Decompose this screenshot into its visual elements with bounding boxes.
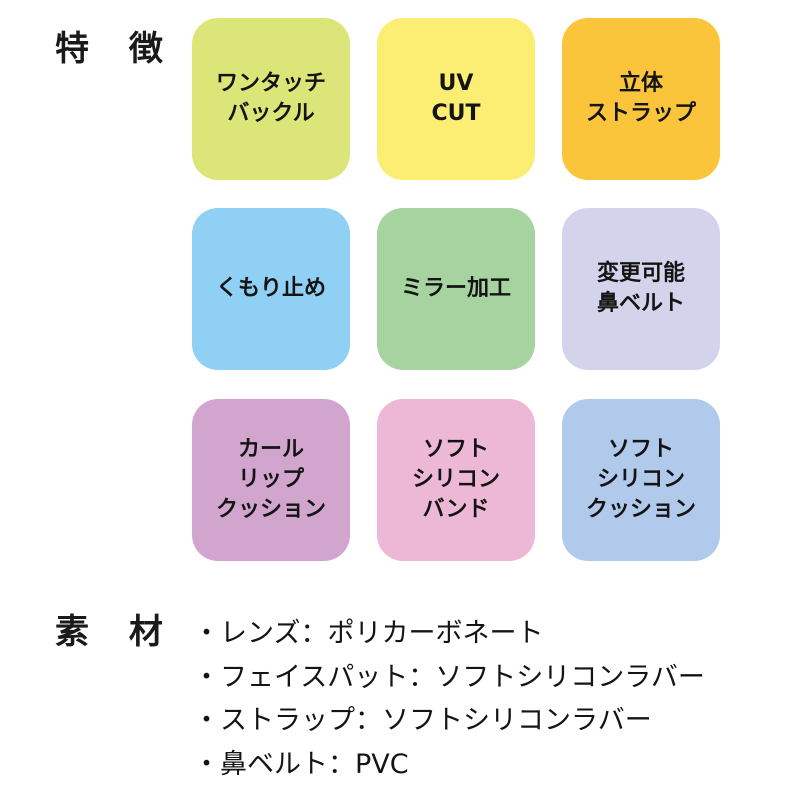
feature-tile-label: くもり止め	[215, 276, 326, 301]
feature-tile-label: UV CUT	[431, 71, 481, 126]
feature-tile-label: 変更可能 鼻ベルト	[596, 261, 685, 316]
feature-tile-label: カール リップ クッション	[215, 437, 326, 522]
feature-tile-adjustable-nose-belt: 変更可能 鼻ベルト	[562, 208, 720, 370]
feature-tile-soft-silicone-cushion: ソフト シリコン クッション	[562, 399, 720, 561]
feature-tile-anti-fog: くもり止め	[192, 208, 350, 370]
feature-tile-mirror-coating: ミラー加工	[377, 208, 535, 370]
material-item-strap: ・ストラップ：ソフトシリコンラバー	[193, 705, 652, 736]
feature-tile-label: ミラー加工	[400, 276, 511, 301]
feature-tile-label: ソフト シリコン クッション	[585, 437, 696, 522]
feature-tile-one-touch-buckle: ワンタッチ バックル	[192, 18, 350, 180]
feature-tile-label: 立体 ストラップ	[585, 71, 696, 126]
features-heading: 特 徴	[55, 29, 177, 69]
materials-list: ・レンズ：ポリカーボネート ・フェイスパット：ソフトシリコンラバー ・ストラップ…	[193, 612, 705, 786]
feature-tile-label: ワンタッチ バックル	[215, 71, 326, 126]
materials-heading: 素 材	[55, 612, 177, 652]
feature-tile-uv-cut: UV CUT	[377, 18, 535, 180]
material-item-nose-belt: ・鼻ベルト：PVC	[193, 748, 409, 780]
feature-tile-label: ソフト シリコン バンド	[411, 437, 500, 522]
feature-tile-curl-lip-cushion: カール リップ クッション	[192, 399, 350, 561]
feature-tile-3d-strap: 立体 ストラップ	[562, 18, 720, 180]
feature-tile-soft-silicone-band: ソフト シリコン バンド	[377, 399, 535, 561]
material-item-face-pad: ・フェイスパット：ソフトシリコンラバー	[193, 661, 705, 693]
material-item-lens: ・レンズ：ポリカーボネート	[193, 618, 544, 649]
